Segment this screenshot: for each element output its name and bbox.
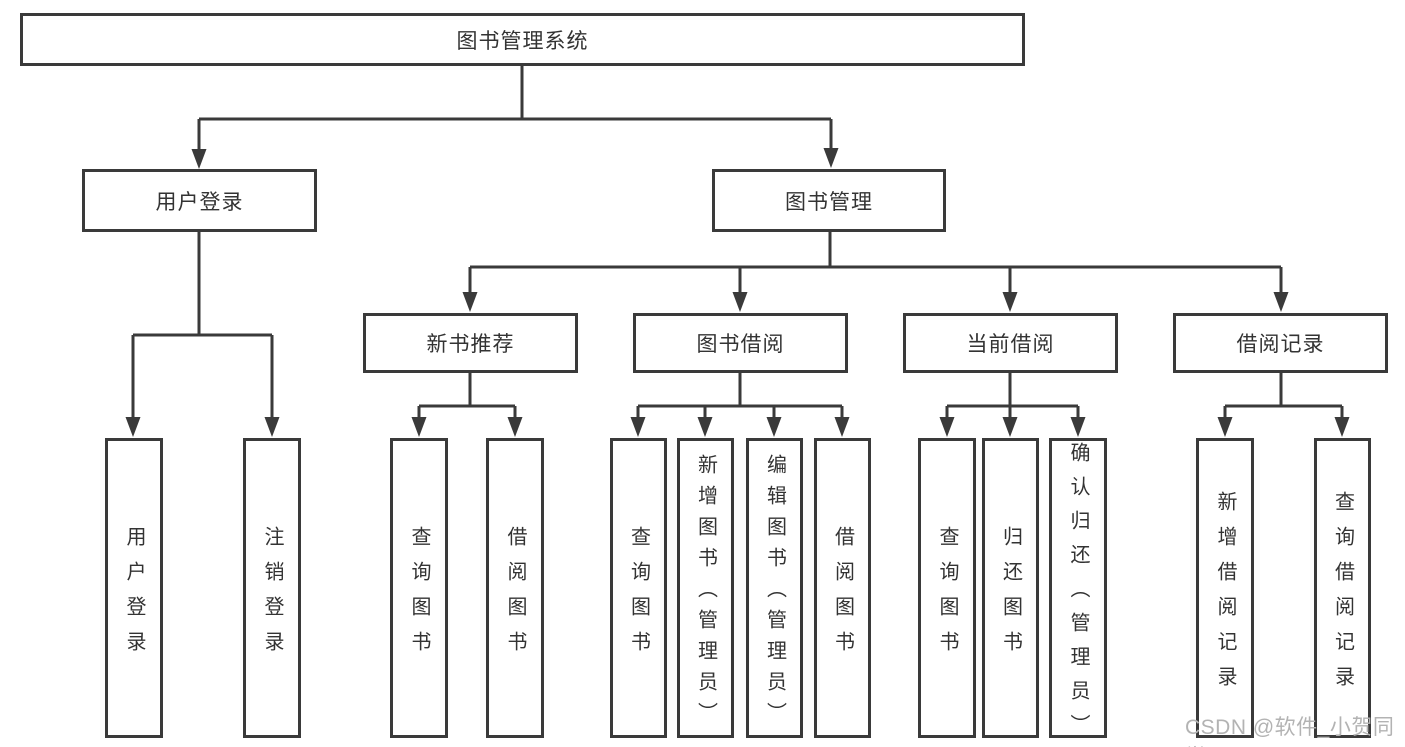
node-label: 编辑图书（管理员）: [763, 454, 786, 733]
leaf-confirm-return-admin: 确认归还（管理员）: [1049, 438, 1107, 747]
node-label: 查询图书: [936, 525, 958, 666]
node-borrowing-records: 借阅记录: [1173, 313, 1388, 373]
node-user-login: 用户登录: [82, 169, 317, 232]
node-label: 查询图书: [408, 525, 430, 666]
csdn-watermark: CSDN @软件_小贺同学: [1185, 716, 1395, 747]
node-label: 新增借阅记录: [1214, 490, 1236, 701]
connector-path: [131, 66, 1344, 419]
node-label: 图书借阅: [696, 333, 785, 356]
node-label: 用户登录: [155, 190, 244, 214]
node-label: 图书管理系统: [456, 29, 589, 53]
node-new-book-recommendation: 新书推荐: [363, 313, 578, 373]
node-label: 查询借阅记录: [1331, 490, 1354, 701]
node-label: 查询图书: [627, 525, 650, 666]
node-label: 用户登录: [123, 525, 145, 666]
leaf-query-books-borrowing: 查询图书: [610, 438, 667, 738]
node-label: 图书管理: [785, 190, 873, 214]
leaf-edit-books-admin: 编辑图书（管理员）: [746, 438, 803, 738]
leaf-borrow-books: 借阅图书: [814, 438, 871, 738]
node-label: 借阅图书: [831, 525, 854, 666]
leaf-query-books-current: 查询图书: [918, 438, 976, 738]
leaf-logout-login: 注销登录: [243, 438, 301, 738]
node-label: 当前借阅: [966, 333, 1055, 356]
leaf-query-books-recommend: 查询图书: [390, 438, 448, 738]
node-library-management-system: 图书管理系统: [20, 13, 1025, 66]
node-label: 借阅图书: [504, 525, 526, 666]
node-current-borrowing: 当前借阅: [903, 313, 1118, 373]
node-label: 新增图书（管理员）: [694, 454, 717, 733]
node-label: 归还图书: [999, 525, 1022, 666]
leaf-return-books: 归还图书: [982, 438, 1039, 738]
node-label: 新书推荐: [426, 333, 515, 356]
arrowheads: [125, 148, 1350, 437]
leaf-query-borrow-record: 查询借阅记录: [1314, 438, 1371, 738]
leaf-add-books-admin: 新增图书（管理员）: [677, 438, 734, 738]
node-label: 借阅记录: [1236, 333, 1325, 356]
node-book-management: 图书管理: [712, 169, 946, 232]
leaf-borrow-books-recommend: 借阅图书: [486, 438, 544, 738]
node-book-borrowing: 图书借阅: [633, 313, 848, 373]
node-label: 确认归还（管理员）: [1067, 442, 1089, 747]
leaf-user-login: 用户登录: [105, 438, 163, 738]
leaf-add-borrow-record: 新增借阅记录: [1196, 438, 1254, 738]
node-label: 注销登录: [261, 525, 283, 666]
